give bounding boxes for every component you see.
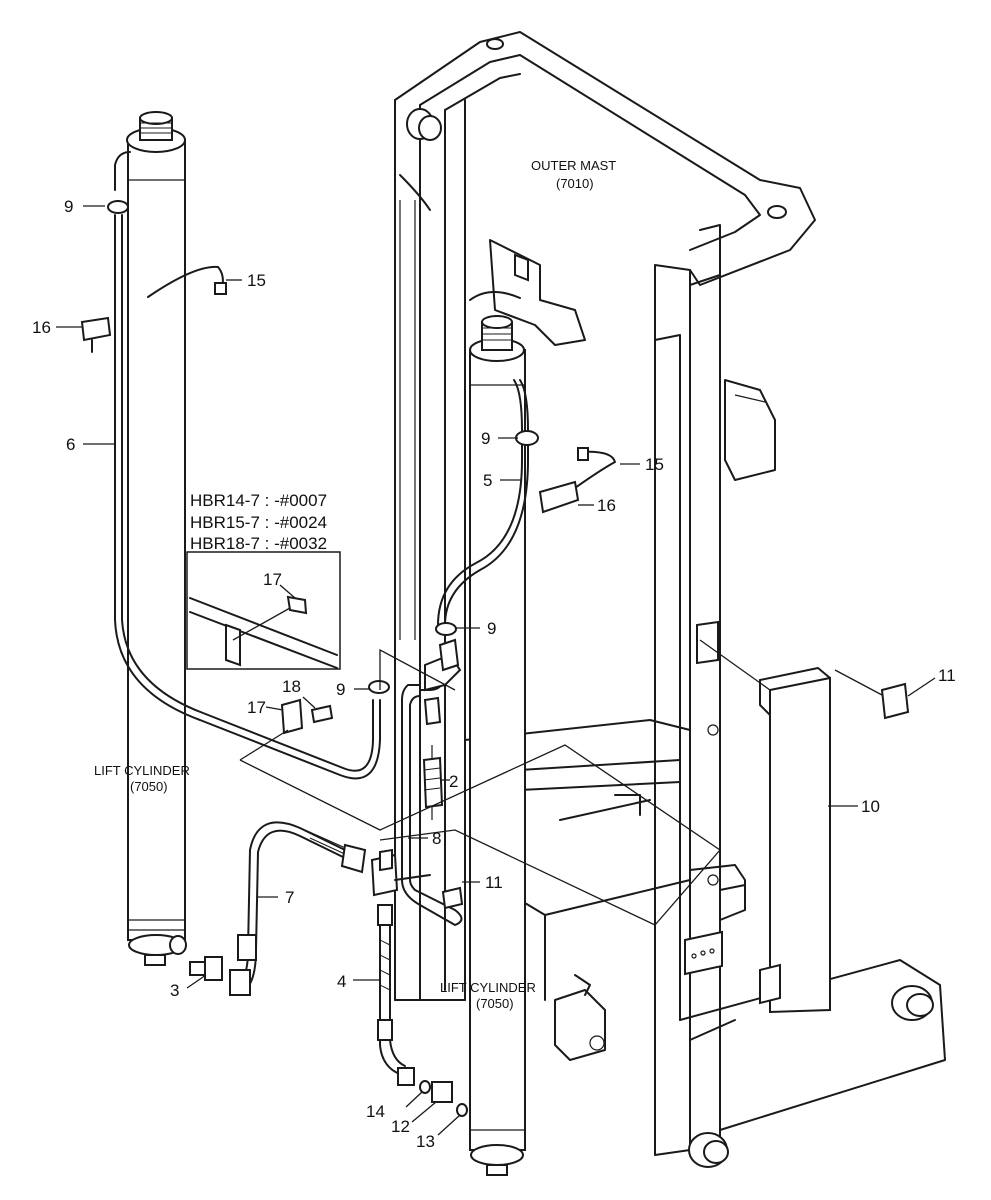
callout-10: 10 (861, 797, 880, 816)
clamp-17-main (280, 698, 304, 735)
callout-2: 2 (449, 772, 458, 791)
callout-5: 5 (483, 471, 492, 490)
callout-15-right: 15 (645, 455, 664, 474)
lift-cylinder-left-code: (7050) (130, 779, 168, 794)
callout-11-lower: 11 (485, 873, 503, 892)
outer-mast-code: (7010) (556, 176, 594, 191)
callout-12: 12 (391, 1117, 410, 1136)
hose-4 (377, 904, 415, 1086)
hose-7 (229, 821, 367, 996)
clamp-9-mid (435, 622, 457, 636)
fittings-12-13-14 (419, 1080, 468, 1117)
callout-3: 3 (170, 981, 179, 1000)
outer-mast-label: OUTER MAST (531, 158, 616, 173)
pipe-8 (401, 638, 463, 926)
inset-detail (186, 551, 341, 670)
callout-8: 8 (432, 829, 441, 848)
strap-15-left (147, 265, 227, 298)
outer-mast (394, 31, 946, 1168)
bolt-11-lower (441, 886, 464, 910)
callout-16-right: 16 (597, 496, 616, 515)
valve-2 (422, 745, 444, 820)
callout-9-left: 9 (336, 680, 345, 699)
lift-cylinder-right-label: LIFT CYLINDER (440, 980, 536, 995)
hose-6 (114, 214, 381, 780)
callout-11-upper: 11 (938, 666, 956, 685)
tee-fitting (370, 848, 431, 897)
lift-cylinder-left (114, 111, 187, 966)
fitting-3 (189, 956, 223, 981)
callout-9-top-left: 9 (64, 197, 73, 216)
bolt-18 (310, 704, 334, 724)
callout-4: 4 (337, 972, 346, 991)
text-labels: OUTER MAST (7010) LIFT CYLINDER (7050) L… (32, 158, 956, 1151)
clamp-9-top-left (107, 200, 129, 214)
callout-17-main: 17 (247, 698, 266, 717)
serial-note-hbr15: HBR15-7 : -#0024 (190, 513, 327, 532)
clamp-16-right (538, 480, 580, 514)
leaders (56, 205, 936, 1136)
hose-5 (437, 379, 529, 626)
callout-9-mid: 9 (487, 619, 496, 638)
callout-6: 6 (66, 435, 75, 454)
bracket-10 (759, 667, 831, 1014)
callout-17-inset: 17 (263, 570, 282, 589)
lift-cylinder-left-label: LIFT CYLINDER (94, 763, 190, 778)
clamp-16-left (80, 316, 112, 353)
serial-note-hbr18: HBR18-7 : -#0032 (190, 534, 327, 553)
lift-cylinder-right (469, 315, 526, 1176)
callout-14: 14 (366, 1102, 385, 1121)
serial-note-hbr14: HBR14-7 : -#0007 (190, 491, 327, 510)
callout-18: 18 (282, 677, 301, 696)
callout-16-left: 16 (32, 318, 51, 337)
callout-9-right: 9 (481, 429, 490, 448)
clamp-9-left (368, 680, 390, 694)
bolt-11-upper (880, 682, 910, 720)
strap-15-right (564, 447, 616, 496)
lift-cylinder-right-code: (7050) (476, 996, 514, 1011)
clamp-9-right (515, 430, 539, 446)
callout-13: 13 (416, 1132, 435, 1151)
callout-15-left: 15 (247, 271, 266, 290)
callout-7: 7 (285, 888, 294, 907)
